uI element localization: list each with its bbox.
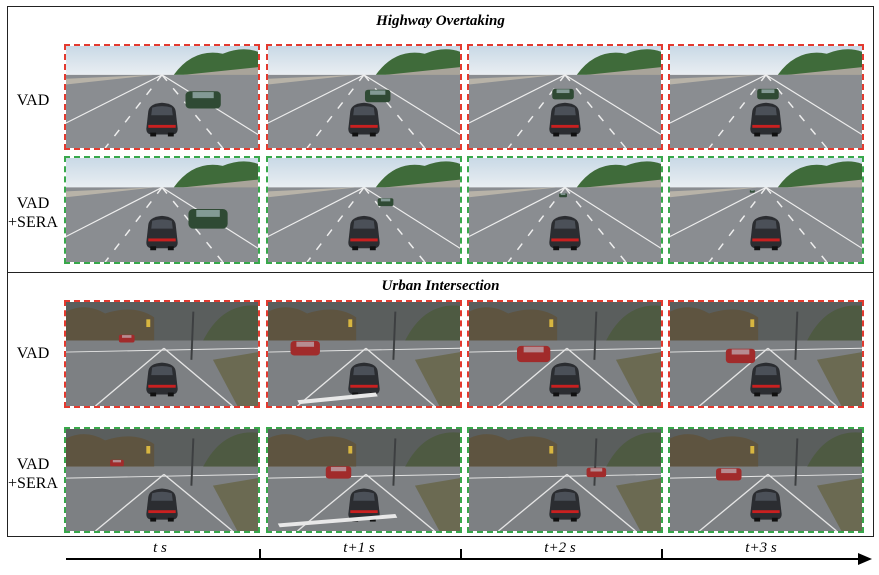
urban-frame-vad-sera-t0 <box>64 427 260 533</box>
ego-car <box>549 362 581 397</box>
ego-car <box>750 215 782 251</box>
row-label-line: VAD <box>16 456 50 473</box>
highway-frame-vad-t0 <box>64 44 260 150</box>
timeline-label-t1: t+1 s <box>343 540 375 556</box>
urban-frame-vad-t1 <box>266 300 462 408</box>
highway-frame-vad-sera-t3 <box>668 156 864 264</box>
other-car <box>552 88 574 100</box>
row-label-line: VAD <box>16 195 50 212</box>
highway-frame-vad-sera-t2 <box>467 156 663 264</box>
row-label-highway-vad: VAD <box>7 91 59 110</box>
ego-car <box>146 215 178 251</box>
ego-car <box>146 362 178 397</box>
row-label-line: +SERA <box>8 475 58 492</box>
ego-car <box>348 215 380 251</box>
other-car <box>749 190 755 193</box>
ego-car <box>750 362 782 397</box>
row-label-urban-vad: VAD <box>7 344 59 363</box>
row-label-line: VAD <box>16 345 50 362</box>
panel-title-urban: Urban Intersection <box>381 278 500 294</box>
ego-car <box>348 362 380 397</box>
timeline-tick <box>259 549 261 559</box>
ego-car <box>549 488 581 522</box>
ego-car <box>348 102 380 137</box>
row-label-highway-vad-sera: VAD +SERA <box>7 194 59 232</box>
timeline-tick <box>661 549 663 559</box>
urban-intersection-panel: Urban Intersection <box>7 272 874 537</box>
row-label-line: VAD <box>16 92 50 109</box>
other-car <box>517 345 551 363</box>
highway-frame-vad-t2 <box>467 44 663 150</box>
urban-frame-vad-t0 <box>64 300 260 408</box>
timeline-arrowhead <box>858 553 872 565</box>
ego-car <box>549 102 581 137</box>
row-label-urban-vad-sera: VAD +SERA <box>7 455 59 493</box>
timeline-axis <box>66 558 864 560</box>
ego-car <box>750 488 782 522</box>
timeline-label-t: t s <box>153 540 167 556</box>
urban-frame-vad-t3 <box>668 300 864 408</box>
other-car <box>377 198 394 207</box>
highway-frame-vad-t3 <box>668 44 864 150</box>
highway-frame-vad-t1 <box>266 44 462 150</box>
timeline-label-t2: t+2 s <box>544 540 576 556</box>
other-car <box>716 468 742 481</box>
panel-title-highway: Highway Overtaking <box>376 13 505 29</box>
other-car <box>559 193 567 198</box>
highway-frame-vad-sera-t0 <box>64 156 260 264</box>
ego-car <box>146 488 178 522</box>
highway-frame-vad-sera-t1 <box>266 156 462 264</box>
ego-car <box>146 102 178 137</box>
other-car <box>110 459 124 467</box>
row-label-line: +SERA <box>8 214 58 231</box>
timeline-label-t3: t+3 s <box>745 540 777 556</box>
other-car <box>185 91 221 109</box>
other-car <box>290 341 320 356</box>
urban-frame-vad-sera-t1 <box>266 427 462 533</box>
urban-frame-vad-t2 <box>467 300 663 408</box>
urban-frame-vad-sera-t3 <box>668 427 864 533</box>
urban-frame-vad-sera-t2 <box>467 427 663 533</box>
ego-car <box>750 102 782 137</box>
other-car <box>188 209 228 229</box>
other-car <box>725 348 756 364</box>
timeline-tick <box>460 549 462 559</box>
other-car <box>364 89 391 103</box>
other-car <box>757 88 779 100</box>
other-car <box>586 467 607 478</box>
other-car <box>325 466 352 479</box>
ego-car <box>549 215 581 251</box>
other-car <box>118 334 135 343</box>
